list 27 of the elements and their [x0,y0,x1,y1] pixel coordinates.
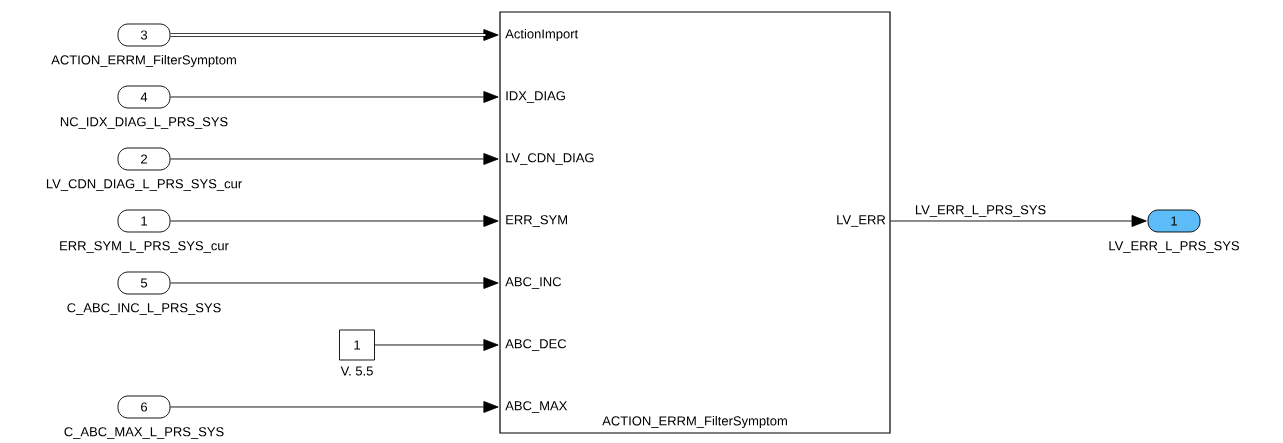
signal-arrow [890,215,1147,227]
signal-arrow [170,401,499,413]
signal-arrow [170,29,499,41]
signal-arrow [170,91,499,103]
port-label: ABC_INC [505,277,562,289]
signal-name: NC_IDX_DIAG_L_PRS_SYS [60,117,228,129]
signal-arrow [170,215,499,227]
constant-box: 1 [339,329,375,361]
signal-name: LV_CDN_DIAG_L_PRS_SYS_cur [46,179,242,191]
signal-name: ERR_SYM_L_PRS_SYS_cur [60,241,229,253]
signal-name: V. 5.5 [340,366,373,376]
signal-arrow [170,153,499,165]
edge-label: LV_ERR_L_PRS_SYS [913,204,1048,218]
signal-name: LV_ERR_L_PRS_SYS [1109,241,1240,253]
signal-name: C_ABC_MAX_L_PRS_SYS [64,427,224,439]
port-label: LV_ERR [837,215,886,227]
port-label: ABC_MAX [505,401,568,413]
block-name: ACTION_ERRM_FilterSymptom [602,415,787,429]
signal-arrow [374,339,499,351]
port-label: ActionImport [505,28,579,42]
signal-name: ACTION_ERRM_FilterSymptom [51,54,236,68]
port-label: ABC_DEC [505,339,567,351]
port-label: LV_CDN_DIAG [506,153,594,165]
signal-arrow [170,277,499,289]
port-label: IDX_DIAG [506,91,565,103]
signal-name: C_ABC_INC_L_PRS_SYS [67,303,221,315]
port-label: ERR_SYM [506,215,567,227]
